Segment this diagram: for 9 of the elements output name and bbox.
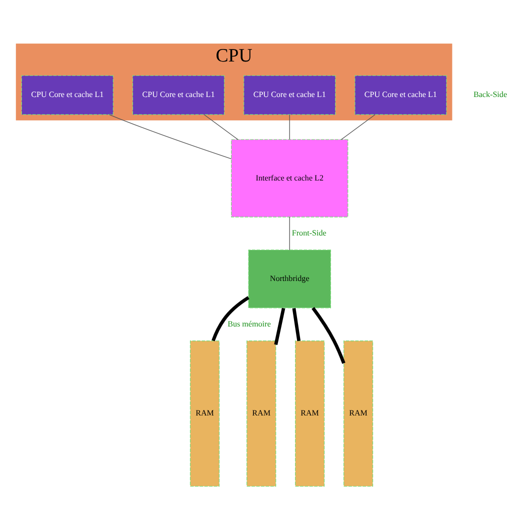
connector [212, 296, 250, 341]
connector [292, 307, 301, 341]
connector [274, 307, 286, 344]
connector [312, 306, 346, 364]
connector [289, 216, 290, 250]
connector [204, 114, 238, 140]
connector [289, 114, 290, 140]
connector [340, 114, 376, 140]
connector [109, 114, 232, 159]
